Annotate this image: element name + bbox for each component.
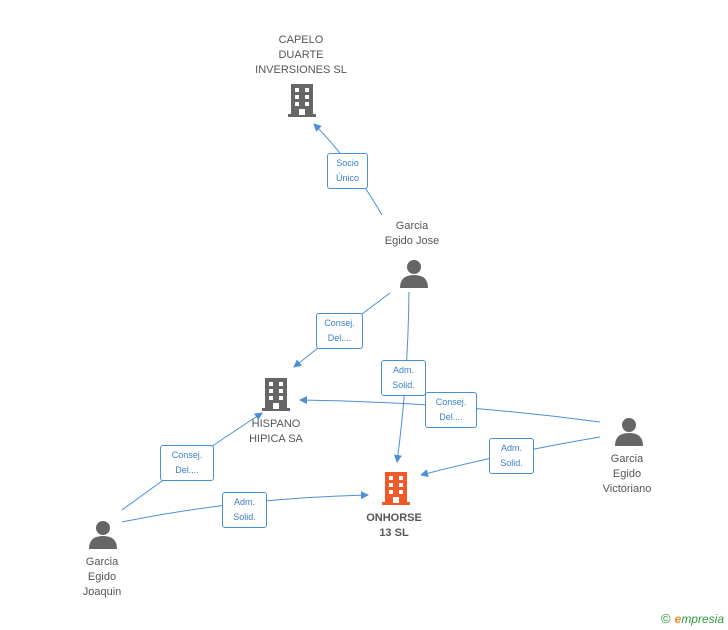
- edge-label-consej-victoriano: Consej. Del....: [425, 392, 477, 428]
- node-label-jose[interactable]: Garcia Egido Jose: [384, 220, 440, 247]
- edge-label-socio-unico: Socio Único: [327, 153, 368, 189]
- node-label-joaquin[interactable]: Garcia Egido Joaquin: [82, 556, 122, 598]
- building-icon-focus: [382, 472, 410, 505]
- building-icon: [288, 84, 316, 117]
- edge-label-adm-victoriano: Adm. Solid.: [489, 438, 534, 474]
- edge-label-adm-jose: Adm. Solid.: [381, 360, 426, 396]
- brand-footer: ©empresia: [661, 611, 724, 626]
- brand-logo-e: e: [674, 612, 682, 626]
- copyright-symbol: ©: [661, 611, 671, 626]
- node-label-hispano[interactable]: HISPANO HIPICA SA: [249, 418, 303, 445]
- person-icon: [89, 521, 117, 549]
- edge-label-consej-joaquin: Consej. Del....: [160, 445, 214, 481]
- brand-logo-text: mpresia: [681, 612, 724, 626]
- node-label-capelo[interactable]: CAPELO DUARTE INVERSIONES SL: [255, 34, 347, 76]
- person-icon: [615, 418, 643, 446]
- edge-label-adm-joaquin: Adm. Solid.: [222, 492, 267, 528]
- person-icon: [400, 260, 428, 288]
- edge-label-consej-jose: Consej. Del....: [316, 313, 363, 349]
- building-icon: [262, 378, 290, 411]
- node-label-onhorse[interactable]: ONHORSE 13 SL: [366, 512, 422, 539]
- node-label-victoriano[interactable]: Garcia Egido Victoriano: [602, 453, 652, 495]
